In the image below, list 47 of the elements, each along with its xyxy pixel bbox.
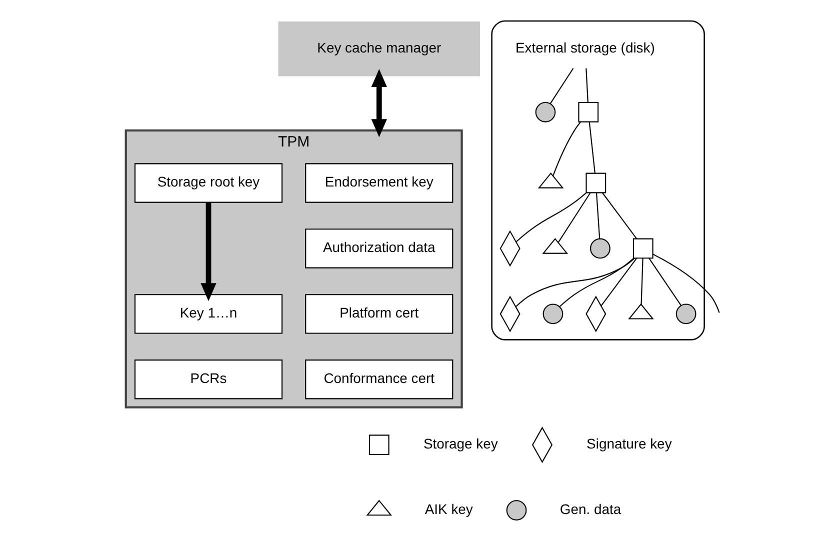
connector: [516, 258, 635, 308]
node-box: PCRs: [134, 360, 283, 400]
node-triangle: [628, 303, 654, 320]
connector: [516, 192, 586, 242]
connector: [596, 192, 600, 239]
node-circle: [535, 102, 556, 122]
connector: [602, 192, 638, 239]
connector: [648, 258, 682, 306]
node-circle: [542, 304, 564, 324]
connector: [588, 122, 596, 174]
node-box: Key cache manager: [278, 22, 480, 76]
cluster: [491, 20, 705, 340]
node-box: Authorization data: [305, 228, 454, 268]
node-box: Conformance cert: [305, 360, 454, 400]
node-diamond: [500, 296, 520, 332]
node-triangle: [366, 500, 392, 516]
connector: [586, 68, 588, 102]
node-circle: [676, 304, 696, 324]
node-box: Storage root key: [134, 163, 283, 203]
arrow: [200, 202, 216, 302]
node-diamond: [500, 230, 520, 267]
node-triangle: [538, 172, 564, 188]
arrow: [371, 69, 387, 138]
connector: [558, 192, 591, 243]
node-box: Endorsement key: [305, 163, 454, 203]
connector: [559, 258, 634, 308]
node-diamond: [532, 426, 553, 464]
connector: [652, 254, 720, 313]
node-box: [578, 102, 599, 122]
connector: [552, 122, 581, 176]
node-text: External storage (disk): [515, 40, 655, 56]
legend-label: Gen. data: [560, 500, 622, 517]
node-box: [586, 172, 606, 194]
legend-label: Signature key: [586, 435, 672, 452]
connector: [600, 258, 637, 306]
connector: [640, 258, 644, 305]
node-box: Key 1…n: [134, 294, 283, 334]
legend-label: Storage key: [424, 435, 498, 452]
legend-label: AIK key: [424, 500, 473, 517]
node-box: Platform cert: [305, 294, 454, 334]
node-triangle: [542, 238, 568, 254]
node-circle: [506, 500, 527, 520]
node-box: [368, 434, 390, 456]
connector: [550, 68, 574, 104]
node-box: [632, 238, 654, 259]
node-diamond: [586, 296, 606, 332]
node-circle: [590, 238, 610, 259]
